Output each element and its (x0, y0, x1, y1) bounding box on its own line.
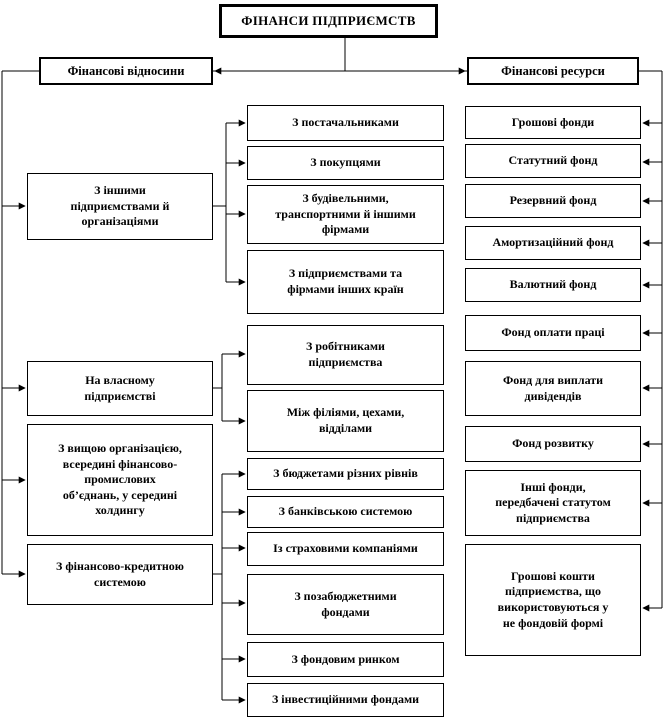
detail-foreign-firms: З підприємствами та фірмами інших країн (247, 250, 444, 314)
resource-statutory-fund: Статутний фонд (465, 144, 641, 178)
detail-budgets: З бюджетами різних рівнів (247, 458, 444, 490)
resource-dividend-fund: Фонд для виплати дивідендів (465, 361, 641, 416)
detail-branches: Між філіями, цехами, відділами (247, 390, 444, 452)
relation-financial-credit-system: З фінансово-кредитною системою (27, 544, 213, 605)
diagram-title: ФІНАНСИ ПІДПРИЄМСТВ (219, 4, 438, 38)
detail-workers: З робітниками підприємства (247, 325, 444, 385)
financial-relations-header: Фінансові відносини (39, 57, 213, 85)
detail-investment-funds: З інвестиційними фондами (247, 683, 444, 717)
detail-insurance: Із страховими компаніями (247, 532, 444, 566)
resource-reserve-fund: Резервний фонд (465, 184, 641, 218)
resource-development-fund: Фонд розвитку (465, 426, 641, 462)
relation-other-enterprises: З іншими підприємствами й організаціями (27, 173, 213, 240)
resource-monetary-funds: Грошові фонди (465, 106, 641, 139)
relation-higher-organization: З вищою організацією, всередині фінансов… (27, 424, 213, 536)
financial-resources-header: Фінансові ресурси (467, 57, 639, 85)
resource-wage-fund: Фонд оплати праці (465, 315, 641, 351)
resource-non-fund-cash: Грошові кошти підприємства, що використо… (465, 544, 641, 656)
resource-currency-fund: Валютний фонд (465, 268, 641, 302)
resource-other-funds: Інші фонди, передбачені статутом підприє… (465, 470, 641, 536)
detail-buyers: З покупцями (247, 146, 444, 180)
detail-stock-market: З фондовим ринком (247, 642, 444, 677)
detail-construction-transport: З будівельними, транспортними й іншими ф… (247, 185, 444, 244)
resource-depreciation-fund: Амортизаційний фонд (465, 226, 641, 260)
relation-own-enterprise: На власному підприємстві (27, 361, 213, 416)
detail-suppliers: З постачальниками (247, 105, 444, 141)
detail-extrabudgetary: З позабюджетними фондами (247, 574, 444, 635)
detail-banking-system: З банківською системою (247, 496, 444, 528)
